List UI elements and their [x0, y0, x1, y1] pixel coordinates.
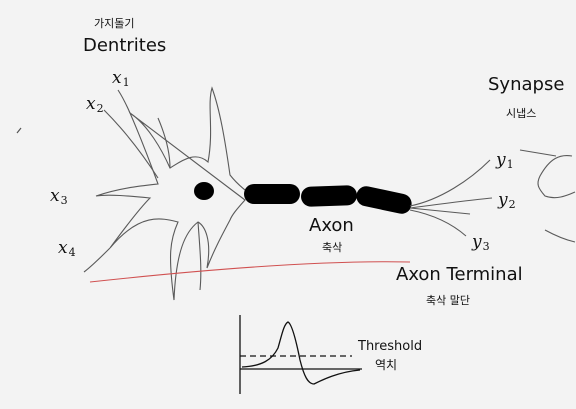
red-underline — [89, 261, 411, 283]
axon-label-ko: 축삭 — [322, 241, 343, 254]
input-x1: x1 — [112, 68, 130, 89]
input-x3: x3 — [50, 186, 68, 207]
input-x4: x4 — [58, 238, 76, 259]
output-y3: y3 — [472, 232, 490, 253]
dendrite-branch — [197, 221, 202, 291]
stray-mark — [16, 127, 22, 134]
axon-terminal-branch — [409, 159, 491, 207]
synapse-label-ko: 시냅스 — [506, 107, 537, 120]
axon-terminal-branch — [409, 209, 467, 237]
axon-terminal-label: Axon Terminal — [396, 264, 523, 285]
axon-terminal-label-ko: 축삭 말단 — [426, 294, 470, 307]
myelin-segment — [356, 186, 412, 214]
dendrite-branch — [157, 117, 171, 169]
threshold-label-ko: 역치 — [375, 358, 398, 372]
axon-terminal-branch — [409, 207, 471, 215]
axon-label: Axon — [309, 215, 354, 236]
soma-outline — [95, 86, 246, 301]
threshold-label: Threshold — [358, 339, 423, 354]
dendrite-branch — [117, 89, 131, 114]
nucleus — [194, 182, 214, 200]
dendrite-branch — [103, 109, 159, 179]
output-y1: y1 — [496, 150, 514, 171]
synapse-next-neuron — [519, 149, 557, 157]
myelin-segment — [301, 185, 357, 207]
dendrites-label-ko: 가지돌기 — [94, 17, 135, 30]
output-y2: y2 — [498, 190, 516, 211]
input-x2: x2 — [86, 94, 104, 115]
myelin-segment — [244, 184, 300, 204]
action-potential-graph — [239, 315, 362, 394]
synapse-label: Synapse — [488, 74, 565, 95]
synapse-next-neuron — [544, 229, 576, 243]
synapse-next-neuron — [537, 154, 576, 199]
dendrites-label: Dentrites — [83, 35, 167, 56]
action-potential-curve — [241, 321, 361, 385]
dendrite-branch — [83, 247, 111, 273]
axon-terminal-branch — [409, 197, 493, 209]
